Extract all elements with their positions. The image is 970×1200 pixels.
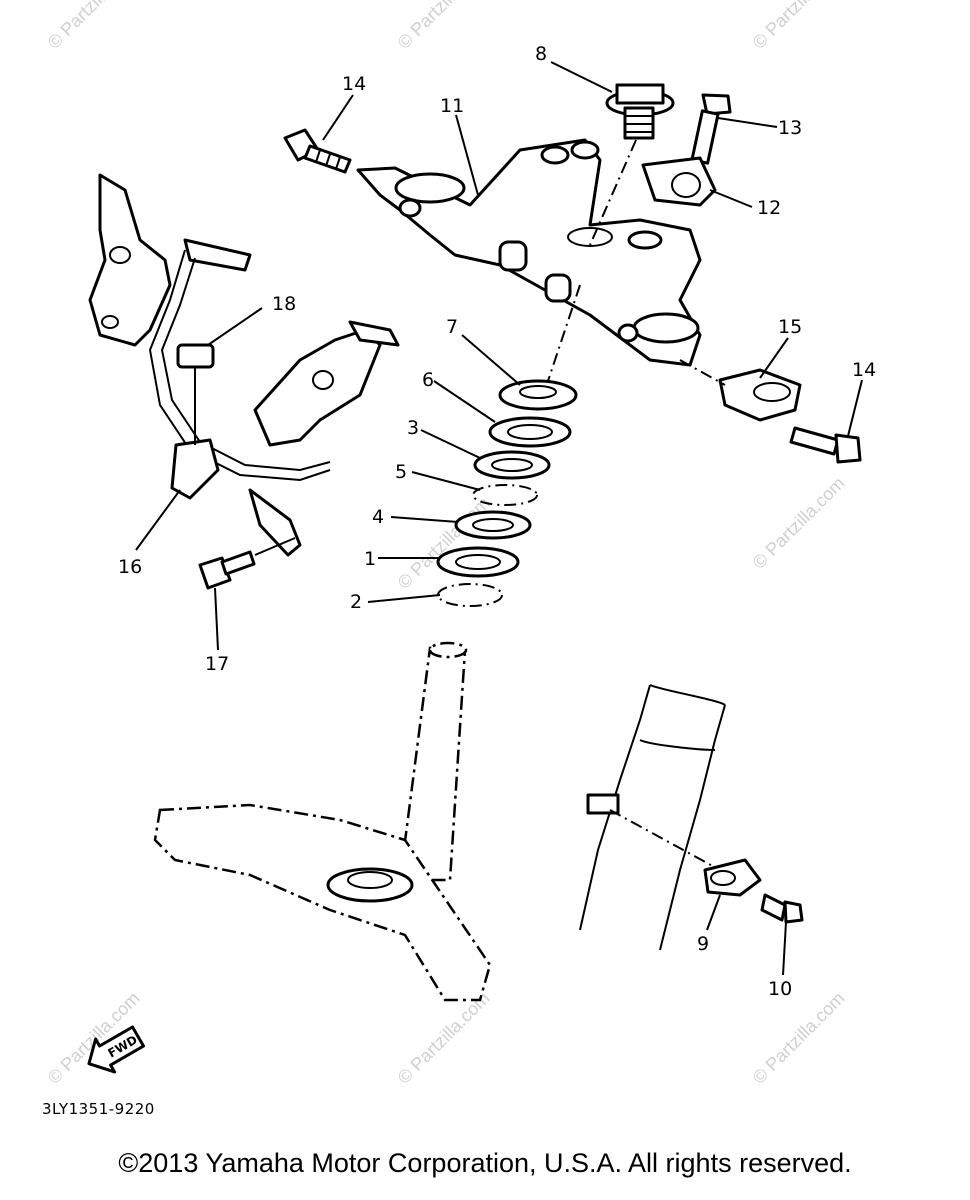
bolt-13 — [690, 93, 732, 165]
callout-10: 10 — [768, 978, 792, 1000]
bearing-stack — [436, 284, 581, 607]
callout-6: 6 — [422, 369, 434, 391]
callout-1: 1 — [364, 548, 376, 570]
holder-12 — [641, 156, 717, 207]
watermark: © Partzilla.com — [394, 0, 494, 53]
watermark: © Partzilla.com — [749, 0, 849, 53]
callout-9: 9 — [697, 933, 709, 955]
callout-3: 3 — [407, 417, 419, 439]
callout-12: 12 — [757, 197, 781, 219]
bolt-17 — [198, 537, 296, 590]
callout-13: 13 — [778, 117, 802, 139]
clamp-15 — [679, 359, 802, 422]
callout-4: 4 — [372, 506, 384, 528]
bolt-14-upper — [283, 128, 352, 174]
callout-2: 2 — [350, 591, 362, 613]
watermark: © Partzilla.com — [749, 473, 849, 573]
callout-17: 17 — [205, 653, 229, 675]
callout-5: 5 — [395, 461, 407, 483]
callout-18: 18 — [272, 293, 296, 315]
steering-parts-diagram: © Partzilla.com © Partzilla.com © Partzi… — [44, 0, 877, 1088]
callout-11: 11 — [440, 95, 464, 117]
watermark: © Partzilla.com — [394, 988, 494, 1088]
fork-tube — [579, 684, 804, 951]
callouts: 8 11 14 13 12 18 7 15 14 6 3 5 4 1 16 2 … — [118, 43, 876, 1000]
meter-bracket — [88, 173, 400, 557]
upper-bracket — [356, 138, 702, 367]
steering-stem — [153, 641, 492, 1002]
callout-14: 14 — [342, 73, 366, 95]
bolt-8 — [589, 83, 675, 246]
callout-7: 7 — [446, 316, 458, 338]
diagram-code: 3LY1351-9220 — [42, 1100, 155, 1118]
watermark: © Partzilla.com — [44, 0, 144, 53]
callout-15: 15 — [778, 316, 802, 338]
callout-8: 8 — [535, 43, 547, 65]
bolt-14-lower — [789, 426, 862, 464]
watermark: © Partzilla.com — [394, 493, 494, 593]
watermark: © Partzilla.com — [749, 988, 849, 1088]
callout-16: 16 — [118, 556, 142, 578]
copyright-notice: ©2013 Yamaha Motor Corporation, U.S.A. A… — [118, 1148, 852, 1178]
callout-14: 14 — [852, 359, 876, 381]
leader-lines — [135, 61, 863, 976]
